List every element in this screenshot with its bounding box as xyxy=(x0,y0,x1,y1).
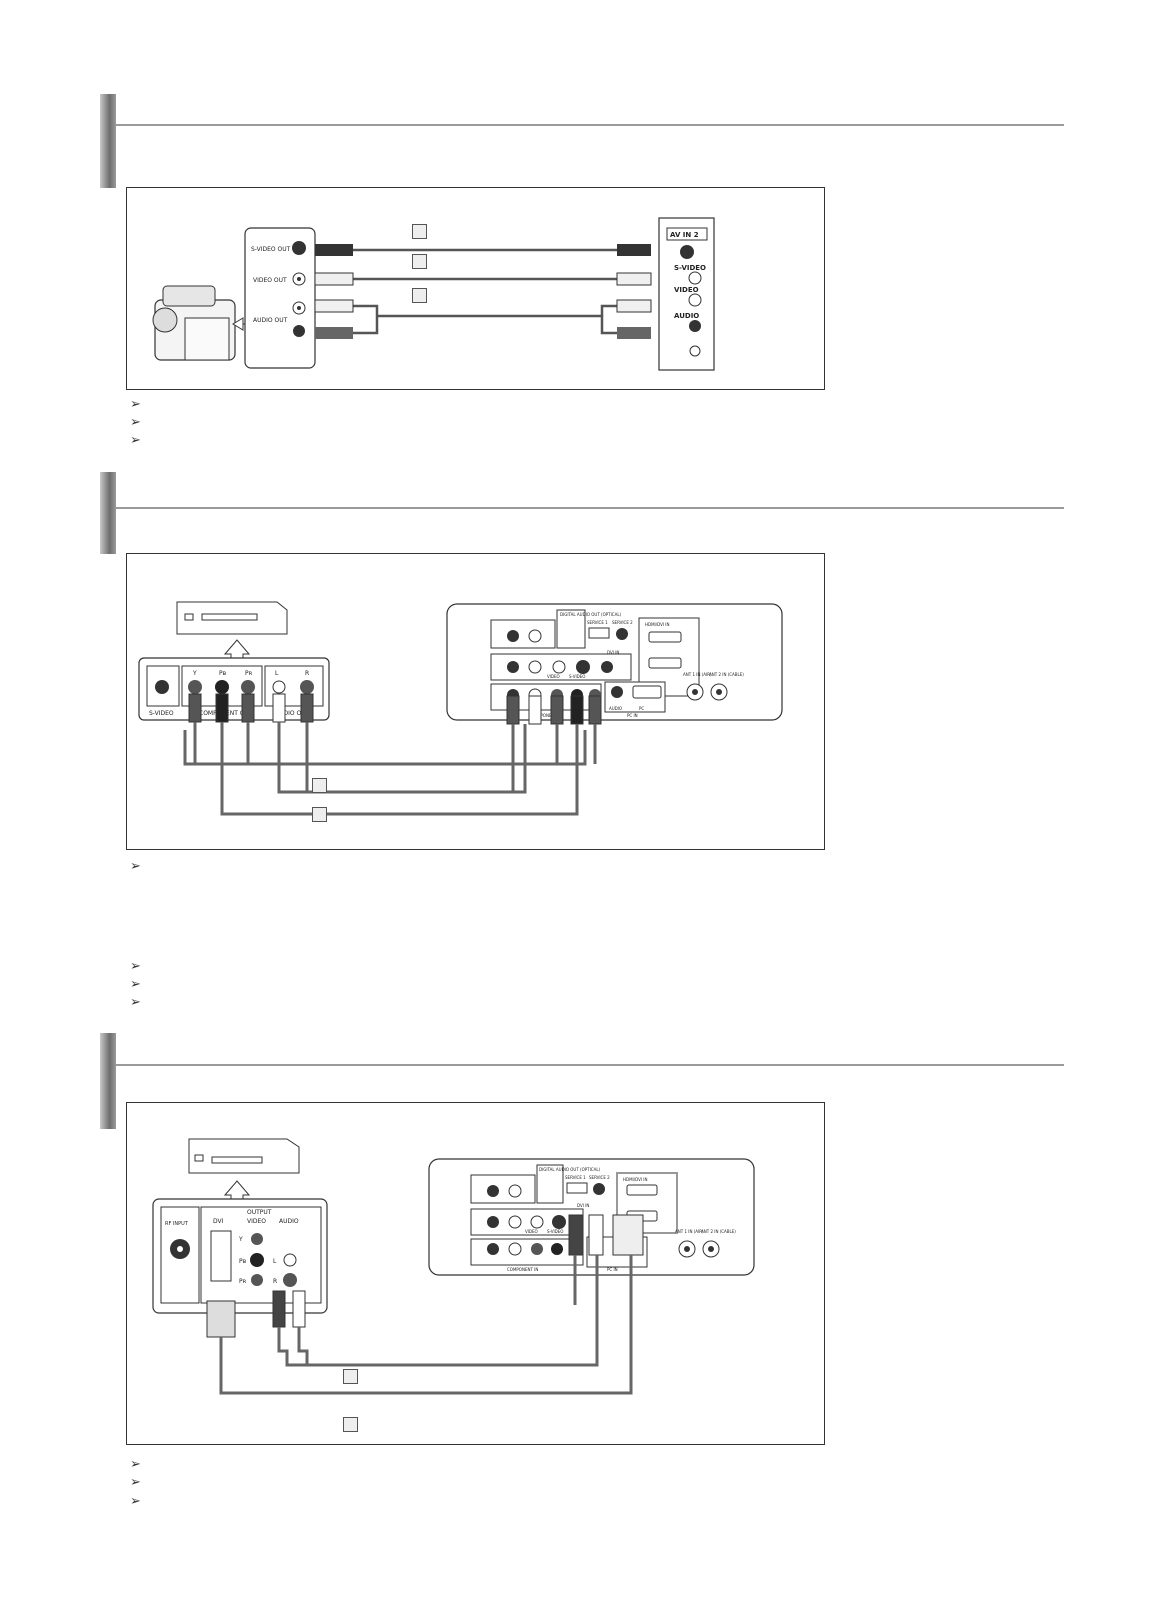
component-diagram-svg: Y Pʙ Pʀ L R S-VIDEO COMPONENT OUT AUDIO … xyxy=(138,601,783,816)
audio-label: AUDIO xyxy=(279,1218,299,1225)
audio-out-label-2: AUDIO OUT xyxy=(275,710,310,717)
pc-in-label-2: PC IN xyxy=(607,1267,618,1272)
callout-2 xyxy=(412,254,427,269)
ant-2-in-label: ANT 2 IN (CABLE) xyxy=(709,672,744,677)
tv-audio-label: AUDIO xyxy=(609,706,622,711)
note-2-4: ➢ xyxy=(130,994,141,1009)
s-video-label: S-VIDEO xyxy=(149,710,174,717)
r-label-2: R xyxy=(273,1278,277,1285)
dvd-player-icon xyxy=(176,601,288,635)
tv-audio-label: AUDIO xyxy=(674,312,699,320)
ant-2-in-label-2: ANT 2 IN (CABLE) xyxy=(701,1229,736,1234)
note-3-1: ➢ xyxy=(130,1456,141,1471)
dvi-diagram-svg: RF INPUT OUTPUT DVI VIDEO AUDIO Y Pʙ Pʀ … xyxy=(152,1138,755,1395)
service-1-label: SERVICE 1 xyxy=(587,620,608,625)
pc-in-label: PC IN xyxy=(627,713,638,718)
tv-video-label: VIDEO xyxy=(547,674,560,679)
r-label: R xyxy=(305,670,309,677)
av-in-2-label: AV IN 2 xyxy=(670,231,699,239)
video-out-label: VIDEO OUT xyxy=(253,277,287,284)
tv-s-video-label-3: S-VIDEO xyxy=(547,1229,563,1234)
l-label-2: L xyxy=(273,1258,277,1265)
hdmi-dvi-in-label: HDMI/DVI IN xyxy=(645,622,669,627)
section-2-rule xyxy=(116,507,1064,509)
digital-audio-out-label-2: DIGITAL AUDIO OUT (OPTICAL) xyxy=(539,1167,601,1172)
camcorder-diagram-svg: S-VIDEO OUT VIDEO OUT AUDIO OUT AV IN xyxy=(152,217,715,371)
callout-1 xyxy=(343,1369,358,1384)
pb-label-2: Pʙ xyxy=(239,1258,247,1265)
note-2-2: ➢ xyxy=(130,958,141,973)
hdmi-dvi-in-label-2: HDMI/DVI IN xyxy=(623,1177,647,1182)
tv-av-in-2-panel xyxy=(658,217,715,371)
pb-label: Pʙ xyxy=(219,670,227,677)
note-3-2: ➢ xyxy=(130,1474,141,1489)
digital-audio-out-label: DIGITAL AUDIO OUT (OPTICAL) xyxy=(560,612,622,617)
note-1-3: ➢ xyxy=(130,432,141,447)
dvi-in-label-2: DVI IN xyxy=(577,1203,589,1208)
section-3-marker xyxy=(100,1033,116,1129)
rf-input-label: RF INPUT xyxy=(165,1221,189,1227)
l-label: L xyxy=(275,670,279,677)
output-label: OUTPUT xyxy=(247,1209,272,1216)
dvi-in-label: DVI IN xyxy=(607,650,619,655)
note-1-2: ➢ xyxy=(130,414,141,429)
service-2-label-2: SERVICE 2 xyxy=(589,1175,610,1180)
section-2-marker xyxy=(100,472,116,554)
y-label: Y xyxy=(192,670,197,677)
ant-1-in-label-2: ANT 1 IN (AIR) xyxy=(675,1229,704,1234)
note-2-1: ➢ xyxy=(130,858,141,873)
component-in-label-2: COMPONENT IN xyxy=(507,1267,538,1272)
tv-s-video-label-2: S-VIDEO xyxy=(569,674,585,679)
component-in-label: COMPONENT IN xyxy=(531,713,562,718)
set-top-box-icon xyxy=(188,1138,300,1174)
tv-pc-label: PC xyxy=(639,706,644,711)
callout-2 xyxy=(343,1417,358,1432)
arrow-to-stb-icon xyxy=(223,1180,251,1200)
s-video-out-label: S-VIDEO OUT xyxy=(251,246,291,253)
section-3-rule xyxy=(116,1064,1064,1066)
note-2-3: ➢ xyxy=(130,976,141,991)
arrow-to-dvd-icon xyxy=(223,639,251,659)
dvi-connection-diagram: RF INPUT OUTPUT DVI VIDEO AUDIO Y Pʙ Pʀ … xyxy=(126,1102,825,1445)
callout-1 xyxy=(412,224,427,239)
service-2-label: SERVICE 2 xyxy=(612,620,633,625)
ant-1-in-label: ANT 1 IN (AIR) xyxy=(683,672,712,677)
note-3-3: ➢ xyxy=(130,1493,141,1508)
pr-label-2: Pʀ xyxy=(239,1278,247,1285)
tv-video-label-2: VIDEO xyxy=(525,1229,538,1234)
audio-out-label: AUDIO OUT xyxy=(253,317,288,324)
callout-1 xyxy=(312,778,327,793)
tv-video-label: VIDEO xyxy=(674,286,699,294)
note-1-1: ➢ xyxy=(130,396,141,411)
callout-3 xyxy=(412,288,427,303)
pr-label: Pʀ xyxy=(245,670,253,677)
dvi-label: DVI xyxy=(213,1218,224,1225)
section-1-rule xyxy=(116,124,1064,126)
y-label-2: Y xyxy=(238,1236,243,1243)
video-label: VIDEO xyxy=(247,1218,266,1225)
component-connection-diagram: Y Pʙ Pʀ L R S-VIDEO COMPONENT OUT AUDIO … xyxy=(126,553,825,850)
section-1-marker xyxy=(100,94,116,188)
camcorder-connection-diagram: S-VIDEO OUT VIDEO OUT AUDIO OUT AV IN xyxy=(126,187,825,390)
service-1-label-2: SERVICE 1 xyxy=(565,1175,586,1180)
tv-s-video-label: S-VIDEO xyxy=(674,264,706,272)
camcorder-icon xyxy=(152,285,236,361)
callout-2 xyxy=(312,807,327,822)
